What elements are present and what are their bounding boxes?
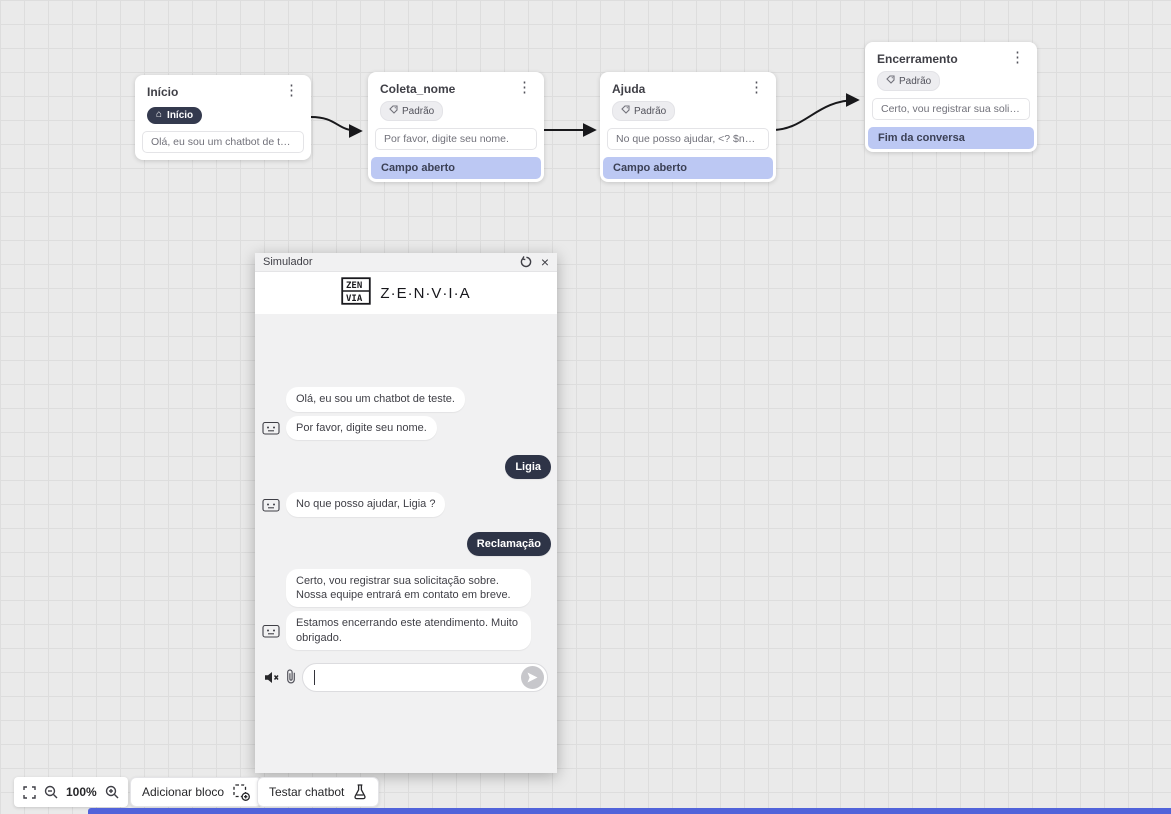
canvas-zoom-controls: 100% (14, 777, 128, 807)
default-tag: Padrão (612, 101, 676, 121)
node-footer-open-field[interactable]: Campo aberto (603, 157, 773, 179)
zoom-level: 100% (66, 785, 97, 799)
zoom-out-icon[interactable] (44, 785, 58, 799)
bottom-scrollbar[interactable] (88, 808, 1171, 814)
fullscreen-icon[interactable] (23, 785, 36, 799)
flow-node-inicio[interactable]: Início ⋮ ⌂ Início Olá, eu sou um chatbot … (135, 75, 311, 160)
flow-node-encerramento[interactable]: Encerramento ⋮ Padrão Certo, vou registr… (865, 42, 1037, 152)
kebab-menu-icon[interactable]: ⋮ (284, 82, 299, 99)
restart-simulator-icon[interactable] (520, 256, 532, 268)
flow-node-ajuda[interactable]: Ajuda ⋮ Padrão No que posso ajudar, <? $… (600, 72, 776, 182)
flask-icon (353, 784, 367, 800)
message-input[interactable] (302, 662, 548, 692)
simulator-title: Simulador (263, 256, 313, 268)
add-block-label: Adicionar bloco (142, 785, 225, 799)
chat-row-user: Ligia (261, 454, 551, 480)
kebab-menu-icon[interactable]: ⋮ (1010, 49, 1025, 66)
chat-input-bar (255, 655, 557, 699)
simulator-panel: Simulador × ZEN VIA Z·E·N·V·I·A Olá, eu … (255, 253, 557, 773)
attachment-icon[interactable] (286, 669, 296, 685)
flow-node-coleta-nome[interactable]: Coleta_nome ⋮ Padrão Por favor, digite s… (368, 72, 544, 182)
bot-message-bubble: Estamos encerrando este atendimento. Mui… (286, 611, 531, 650)
add-block-icon (233, 783, 251, 801)
bot-message-bubble: Certo, vou registrar sua solicitação sob… (286, 568, 531, 608)
node-message-preview[interactable]: No que posso ajudar, <? $name ... (607, 128, 769, 150)
kebab-menu-icon[interactable]: ⋮ (749, 79, 764, 96)
test-chatbot-label: Testar chatbot (269, 785, 345, 799)
tag-icon (886, 75, 895, 87)
test-chatbot-button[interactable]: Testar chatbot (257, 777, 380, 807)
home-icon: ⌂ (156, 109, 163, 120)
brand-header: ZEN VIA Z·E·N·V·I·A (255, 272, 557, 314)
default-tag: Padrão (380, 101, 444, 121)
node-footer-open-field[interactable]: Campo aberto (371, 157, 541, 179)
node-message-preview[interactable]: Por favor, digite seu nome. (375, 128, 537, 150)
bot-avatar-icon (261, 623, 280, 638)
bot-message-bubble: Olá, eu sou um chatbot de teste. (286, 387, 465, 412)
bot-message-bubble: No que posso ajudar, Ligia ? (286, 492, 446, 517)
mute-sound-icon[interactable] (264, 671, 280, 684)
start-badge-label: Início (167, 109, 194, 121)
svg-text:ZEN: ZEN (346, 281, 362, 291)
close-icon[interactable]: × (540, 254, 549, 270)
zenvia-logo-icon: ZEN VIA (341, 276, 372, 310)
send-button[interactable] (521, 665, 544, 689)
node-title: Coleta_nome (380, 82, 456, 96)
default-tag: Padrão (877, 71, 941, 91)
node-message-preview[interactable]: Olá, eu sou um chatbot de teste. (142, 130, 304, 153)
simulator-footer-space (255, 699, 557, 773)
node-title: Início (147, 85, 179, 99)
kebab-menu-icon[interactable]: ⋮ (517, 79, 532, 96)
tag-icon (621, 105, 630, 117)
chat-messages: Olá, eu sou um chatbot de teste. Por favo… (255, 314, 557, 655)
tag-icon (389, 105, 398, 117)
chat-row-bot: Certo, vou registrar sua solicitação sob… (261, 568, 551, 608)
bot-avatar-icon (261, 497, 280, 512)
start-badge: ⌂ Início (147, 106, 203, 124)
node-title: Ajuda (612, 82, 646, 96)
brand-name: Z·E·N·V·I·A (380, 284, 471, 302)
text-caret (314, 669, 315, 685)
chat-row-bot: No que posso ajudar, Ligia ? (261, 492, 551, 517)
add-block-button[interactable]: Adicionar bloco (130, 777, 263, 807)
tag-label: Padrão (402, 105, 435, 117)
chat-row-bot: Estamos encerrando este atendimento. Mui… (261, 611, 551, 650)
svg-text:VIA: VIA (346, 294, 363, 304)
node-message-preview[interactable]: Certo, vou registrar sua solicitaç... (872, 98, 1030, 120)
user-message-bubble: Reclamação (466, 531, 551, 556)
user-message-bubble: Ligia (505, 454, 551, 480)
chat-row-bot: Olá, eu sou um chatbot de teste. (261, 387, 551, 412)
zoom-in-icon[interactable] (105, 785, 119, 799)
bot-avatar-icon (261, 420, 280, 435)
bot-message-bubble: Por favor, digite seu nome. (286, 415, 437, 440)
node-footer-end-conversation[interactable]: Fim da conversa (868, 127, 1034, 149)
chat-row-bot: Por favor, digite seu nome. (261, 415, 551, 440)
tag-label: Padrão (899, 75, 932, 87)
tag-label: Padrão (634, 105, 667, 117)
chat-row-user: Reclamação (261, 531, 551, 556)
node-title: Encerramento (877, 52, 958, 66)
simulator-titlebar[interactable]: Simulador × (255, 253, 557, 272)
